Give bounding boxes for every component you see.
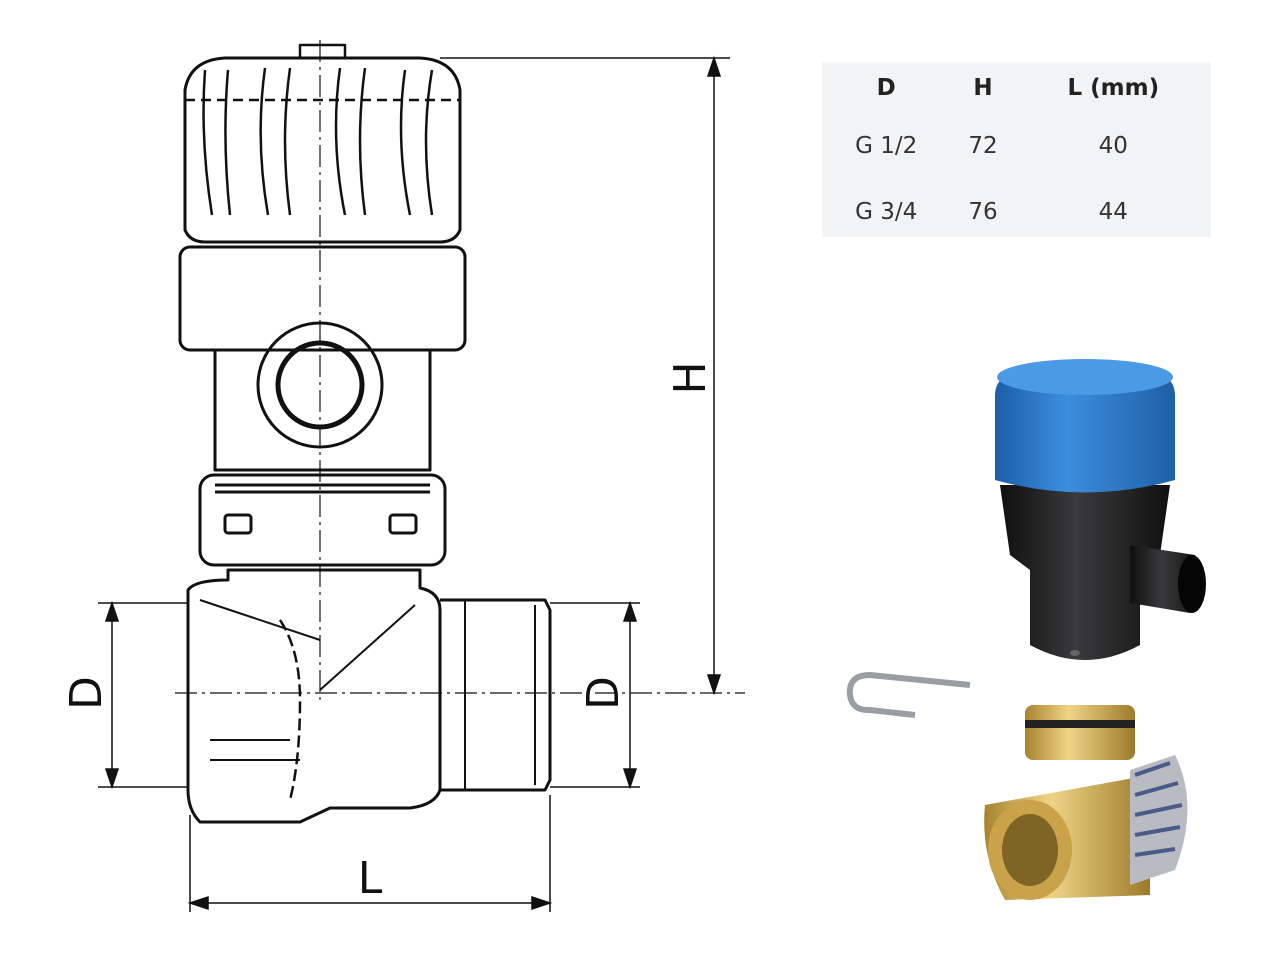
cell-d: G 1/2	[855, 133, 918, 159]
table-row: G 3/4 76 44	[822, 179, 1211, 245]
cell-l: 44	[1098, 199, 1128, 225]
center-lines	[175, 40, 745, 700]
valve-body	[186, 568, 442, 824]
cap-ribs	[185, 43, 460, 216]
product-photo	[846, 359, 1206, 900]
male-thread	[440, 598, 552, 792]
cell-h: 76	[968, 199, 998, 225]
label-d-right: D	[578, 676, 629, 710]
label-l: L	[358, 853, 383, 904]
header-d: D	[876, 75, 896, 101]
valve-collar	[178, 245, 467, 352]
clip-slot-left	[223, 513, 253, 535]
black-valve-body	[1000, 485, 1206, 660]
retaining-clip	[846, 671, 971, 718]
cell-h: 72	[968, 133, 998, 159]
label-d-left: D	[61, 676, 112, 710]
table-row: G 1/2 72 40	[822, 113, 1211, 179]
blue-cap	[995, 359, 1175, 493]
valve-neck	[213, 350, 432, 472]
valve-lower-band	[198, 473, 447, 567]
brass-fitting	[984, 705, 1188, 900]
header-l: L (mm)	[1067, 75, 1160, 101]
label-h: H	[665, 361, 716, 394]
header-h: H	[973, 75, 993, 101]
valve-cap-outline	[183, 56, 462, 244]
table-header-row: D H L (mm)	[822, 62, 1211, 113]
dimension-table: D H L (mm) G 1/2 72 40 G 3/4 76 44	[822, 62, 1211, 237]
cell-l: 40	[1098, 133, 1128, 159]
technical-drawing: H D D L	[61, 40, 745, 912]
cell-d: G 3/4	[855, 199, 918, 225]
clip-slot-right	[388, 513, 418, 535]
